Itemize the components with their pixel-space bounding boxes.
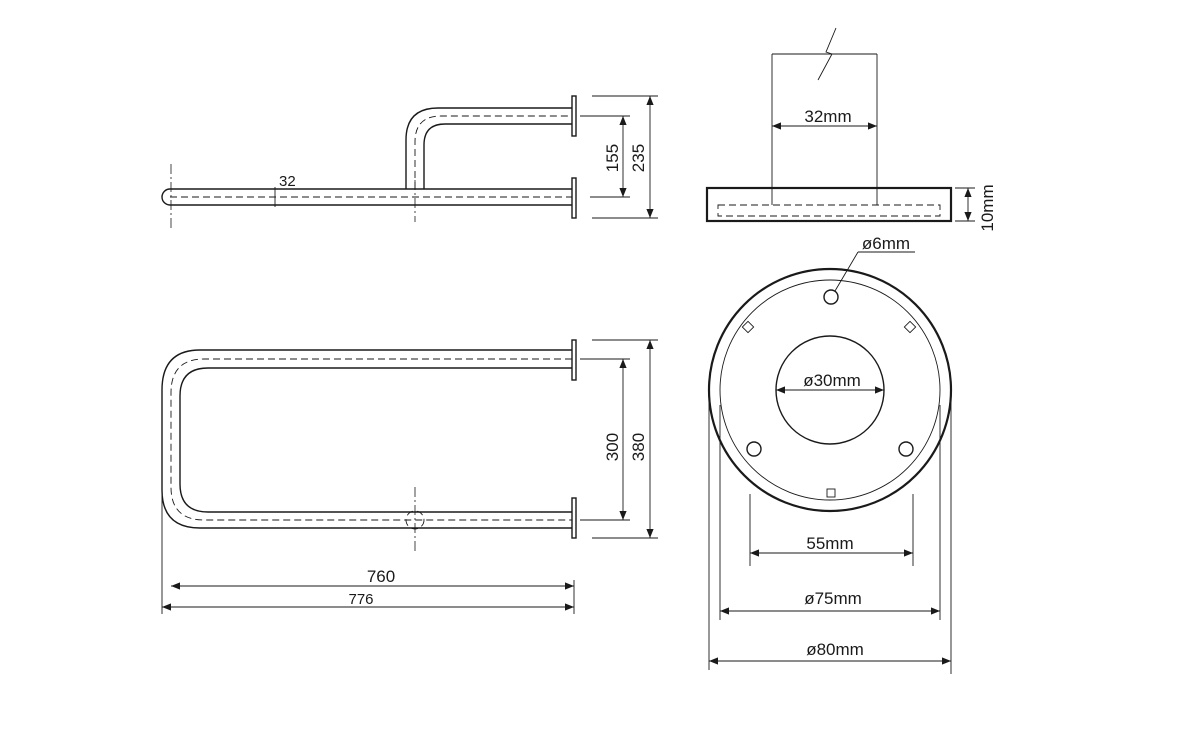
break-line xyxy=(817,27,837,81)
top-view: 300 380 760 776 xyxy=(161,339,658,614)
top-inner-tube xyxy=(179,367,572,513)
top-dim-300-label: 300 xyxy=(603,433,622,461)
mount-hole-top xyxy=(823,289,839,305)
side-flange-lower xyxy=(571,177,577,219)
side-view: 32 155 235 xyxy=(161,95,658,230)
side-upper-arm-axis xyxy=(414,115,572,189)
mount-hole-left xyxy=(746,441,762,457)
top-flange-upper xyxy=(571,339,577,381)
outer-circle-dim-label: ø80mm xyxy=(806,640,864,659)
side-lower-tube xyxy=(161,188,572,206)
flange-outer-circle xyxy=(707,267,953,513)
screw-mark-bottom xyxy=(826,488,836,498)
bore-dim-label: ø30mm xyxy=(803,371,861,390)
hole-dim-label: ø6mm xyxy=(862,234,910,253)
screw-mark-right xyxy=(903,320,917,334)
top-dim-776-label: 776 xyxy=(348,591,373,608)
tube-dim-32-label: 32mm xyxy=(804,107,851,126)
top-flange-lower xyxy=(571,497,577,539)
side-upper-arm xyxy=(405,107,572,189)
top-dim-760-label: 760 xyxy=(367,567,395,586)
top-tube-axis xyxy=(170,358,572,521)
thickness-dim-label: 10mm xyxy=(978,184,997,231)
flange-face-view: ø6mm ø30mm 55mm ø75mm ø80mm xyxy=(707,234,953,674)
screw-mark-left xyxy=(741,320,755,334)
flange-plate xyxy=(705,186,953,223)
side-flange-upper xyxy=(571,95,577,137)
hole-leader xyxy=(834,251,859,292)
inner-circle-dim-label: ø75mm xyxy=(804,589,862,608)
side-dim-32-label: 32 xyxy=(279,173,296,190)
top-dim-380-label: 380 xyxy=(629,433,648,461)
hole-spacing-dim-label: 55mm xyxy=(806,534,853,553)
mount-hole-right xyxy=(898,441,914,457)
top-outer-tube xyxy=(161,349,572,529)
side-dim-155-label: 155 xyxy=(603,144,622,172)
flange-recess-hidden xyxy=(717,204,941,217)
side-dim-235-label: 235 xyxy=(629,144,648,172)
flange-side-view: 32mm 10mm xyxy=(705,27,997,232)
flange-inner-circle xyxy=(719,279,941,501)
